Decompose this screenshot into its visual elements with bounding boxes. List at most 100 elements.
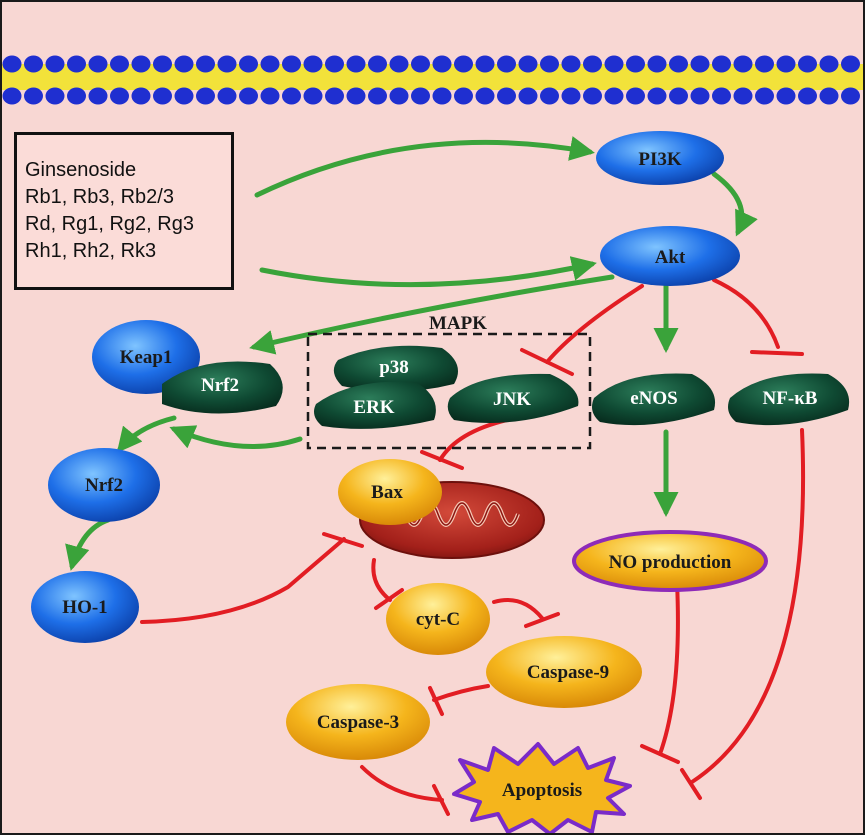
akt-node: Akt [600,226,740,286]
membrane-head-top [798,55,817,73]
svg-text:p38: p38 [379,357,409,378]
inhibition-lines [140,278,806,816]
membrane-head-bottom [174,87,194,105]
svg-text:Caspase-3: Caspase-3 [317,712,399,733]
membrane-head-top [604,55,624,73]
membrane-head-top [67,55,86,73]
svg-text:Nrf2: Nrf2 [85,475,123,496]
inhibit-casp3-apoptosis [360,765,444,802]
membrane-head-top [131,55,151,73]
membrane-head-bottom [733,87,753,105]
membrane-head-bottom [303,87,323,105]
membrane-head-bottom [45,87,65,105]
membrane-head-bottom [67,87,86,105]
membrane-head-top [368,55,387,73]
inhibit-mito-cytc [371,558,392,602]
membrane-head-bottom [776,87,796,105]
membrane-head-top [239,55,258,73]
mapk-box [306,332,592,450]
membrane-head-bottom [153,87,172,105]
membrane-head-top [518,55,538,73]
membrane-head-top [583,55,602,73]
membrane-head-bottom [239,87,258,105]
ho1-node: HO-1 [31,571,139,643]
enos-node: eNOS [592,373,716,426]
membrane-head-bottom [798,87,817,105]
membrane-head-bottom [690,87,710,105]
membrane-head-bottom [389,87,409,105]
arrow-nrf2-translocate [116,415,177,453]
membrane-head-bottom [282,87,301,105]
membrane-head-top [153,55,172,73]
arrow-mapk-nrf2 [169,425,303,449]
membrane-head-bottom [131,87,151,105]
pi3k-node: PI3K [596,131,724,185]
membrane-head-top [45,55,65,73]
membrane-core [2,64,863,90]
svg-text:Bax: Bax [371,482,403,503]
membrane-head-bottom [604,87,624,105]
membrane-head-bottom [432,87,452,105]
membrane-head-bottom [626,87,645,105]
membrane-head-top [454,55,473,73]
svg-text:ERK: ERK [353,397,394,418]
membrane-head-top [733,55,753,73]
membrane-head-top [497,55,516,73]
membrane-head-top [841,55,860,73]
apoptosis-node: Apoptosis [452,742,632,833]
membrane-head-top [819,55,839,73]
arrow-ginsenoside-akt [259,256,597,288]
membrane-head-bottom [2,87,22,105]
jnk-node: JNK [447,373,579,423]
svg-text:NF-κB: NF-κB [763,388,818,409]
inhibit-nfkb-apoptosis [690,428,806,784]
arrow-pi3k-akt [711,171,758,237]
membrane-head-top [411,55,430,73]
svg-text:eNOS: eNOS [630,388,678,409]
membrane-head-bottom [24,87,43,105]
membrane-head-bottom [647,87,667,105]
membrane-head-top [24,55,43,73]
svg-text:JNK: JNK [493,389,531,410]
ginsenoside-line-1: Rb1, Rb3, Rb2/3 [25,186,174,208]
mapk-label: MAPK [429,313,487,334]
membrane-head-top [712,55,731,73]
membrane-head-top [88,55,108,73]
keap1-node: Keap1 [92,320,200,394]
inhibit-cytc-casp9 [492,598,544,620]
membrane-head-top [325,55,344,73]
membrane-head-bottom [755,87,774,105]
arrow-akt-nrf2 [249,274,615,355]
nfkb-node: NF-κB [728,373,850,426]
inhibit-jnk-bax [438,418,509,462]
membrane-head-bottom [819,87,839,105]
membrane-head-bottom [540,87,559,105]
cytc-node: cyt-C [386,583,490,655]
membrane-head-top [647,55,667,73]
svg-text:PI3K: PI3K [638,149,682,170]
membrane-head-top [282,55,301,73]
membrane-head-top [346,55,366,73]
ginsenoside-title: Ginsenoside [25,159,137,181]
membrane-head-top [196,55,215,73]
svg-text:Akt: Akt [655,247,686,268]
ginsenoside-box: Ginsenoside Rb1, Rb3, Rb2/3 Rd, Rg1, Rg2… [14,132,234,290]
membrane-head-top [174,55,194,73]
membrane-head-bottom [841,87,860,105]
erk-node: ERK [314,381,436,429]
svg-text:Nrf2: Nrf2 [201,375,239,396]
membrane-head-top [475,55,495,73]
membrane-head-top [776,55,796,73]
membrane-head-top [690,55,710,73]
bax-node: Bax [338,459,442,525]
activation-arrows [65,136,758,571]
membrane-head-bottom [454,87,473,105]
membrane-head-bottom [561,87,581,105]
membrane-head-top [561,55,581,73]
membrane-head-top [303,55,323,73]
inhibit-casp9-casp3 [432,684,490,702]
membrane-head-bottom [583,87,602,105]
svg-text:Keap1: Keap1 [120,347,173,368]
